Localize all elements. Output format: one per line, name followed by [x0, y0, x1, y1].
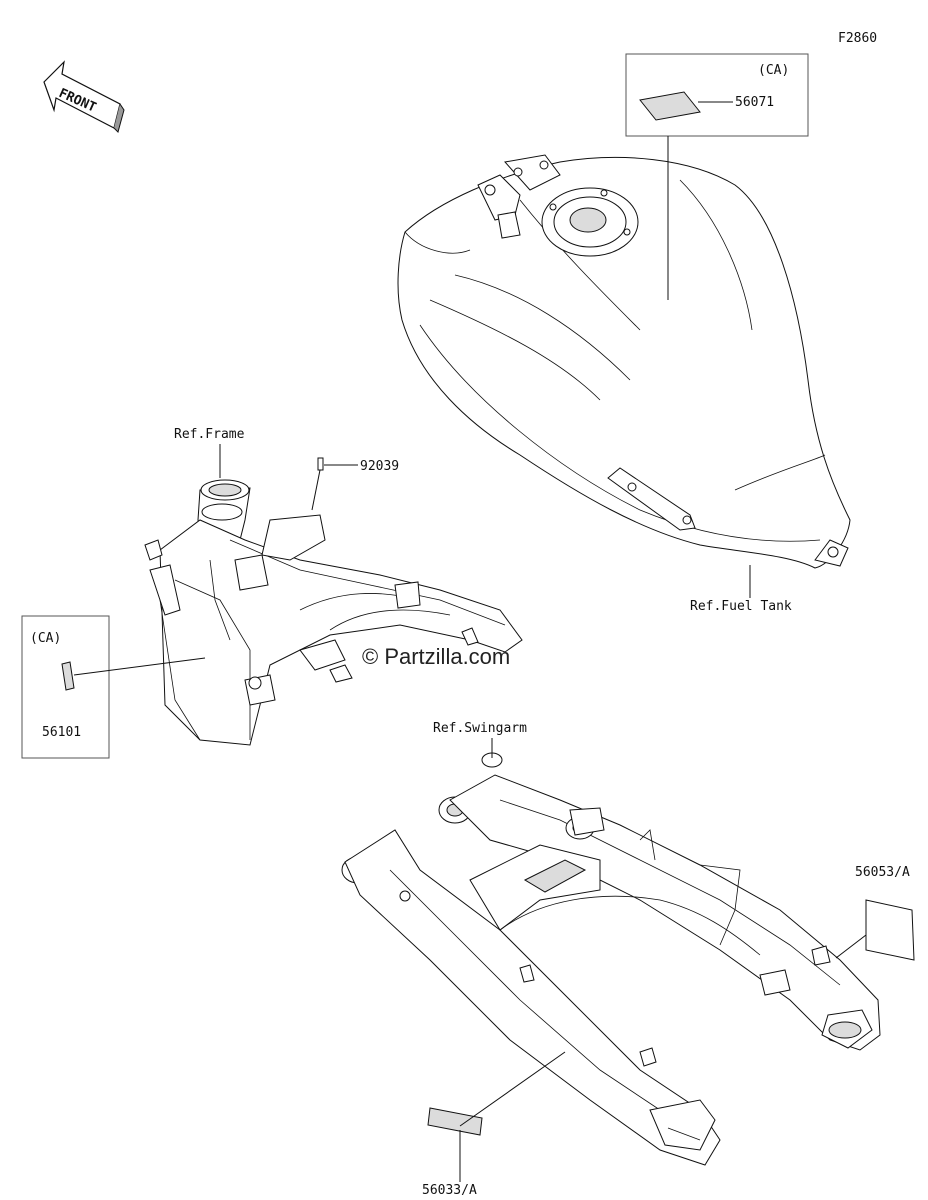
callout-56071: (CA) 56071: [625, 53, 809, 300]
label-56033-icon: [427, 1107, 483, 1136]
figure-code: F2860: [838, 31, 877, 46]
pin-icon: [317, 457, 324, 471]
callout-56101: (CA) 56101: [21, 615, 206, 759]
callout-56033: 56033/A: [422, 1051, 566, 1198]
region-tag-ca: (CA): [758, 63, 789, 78]
label-56071-icon: [639, 91, 701, 121]
front-arrow-icon: FRONT: [43, 60, 125, 133]
label-56053-icon: [865, 899, 915, 961]
fuel-tank: [397, 154, 851, 569]
ref-swingarm: Ref.Swingarm: [433, 721, 527, 736]
part-number-92039: 92039: [360, 459, 399, 474]
ref-fuel-tank: Ref.Fuel Tank: [690, 599, 792, 614]
pin-92039: 92039: [311, 457, 399, 511]
region-tag-ca-2: (CA): [30, 631, 61, 646]
watermark: © Partzilla.com: [362, 644, 510, 669]
part-number-56101: 56101: [42, 725, 81, 740]
ref-frame: Ref.Frame: [174, 427, 245, 442]
part-number-56053: 56053/A: [855, 865, 910, 880]
part-number-56033: 56033/A: [422, 1183, 477, 1198]
swingarm: [341, 740, 881, 1166]
part-number-56071: 56071: [735, 95, 774, 110]
frame: [144, 479, 523, 746]
label-56101-icon: [61, 661, 75, 691]
callout-56053: 56053/A: [835, 865, 915, 961]
